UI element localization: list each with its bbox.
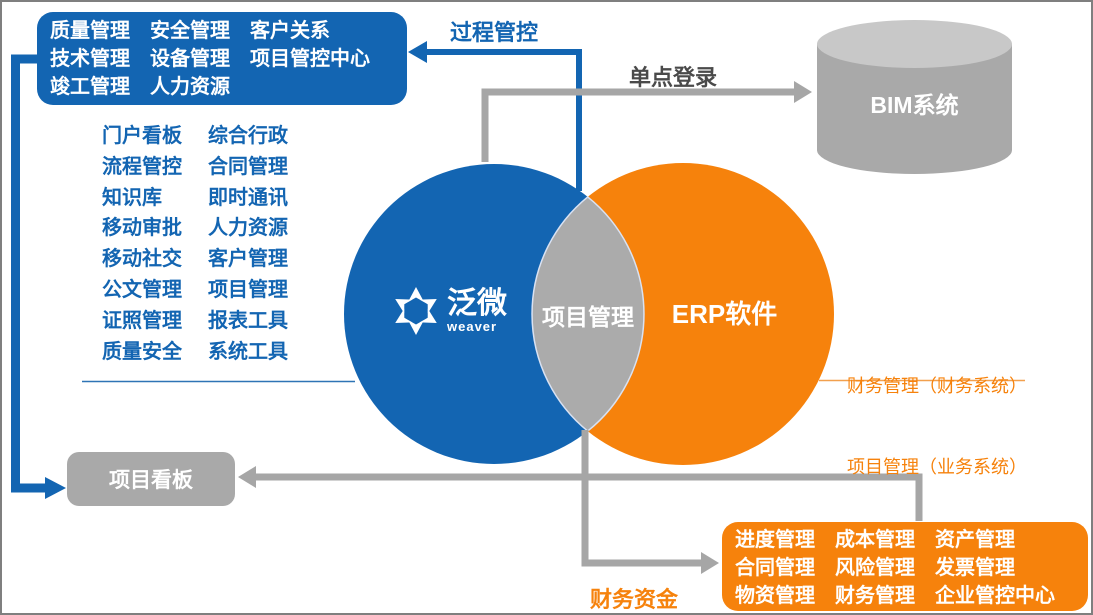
feature-item: 客户管理 bbox=[208, 248, 288, 271]
weaver-sub-name: weaver bbox=[447, 319, 498, 334]
finance-funds-label: 财务资金 bbox=[590, 587, 679, 612]
bim-cylinder-body bbox=[817, 44, 1012, 174]
erp-modules-line: 进度管理 成本管理 资产管理 bbox=[735, 529, 1015, 551]
erp-modules-line: 物资管理 财务管理 企业管控中心 bbox=[735, 585, 1055, 607]
feature-item: 合同管理 bbox=[208, 155, 288, 178]
arrow-finance-funds-line bbox=[581, 430, 701, 567]
feature-item: 门户看板 bbox=[102, 125, 182, 147]
oa-modules-box: 质量管理 安全管理 客户关系 技术管理 设备管理 项目管控中心 竣工管理 人力资… bbox=[37, 12, 407, 105]
arrow-process-control-head bbox=[408, 41, 427, 63]
erp-note-line: 项目管理（业务系统） bbox=[847, 457, 1027, 477]
arrow-project-board-gray-head bbox=[238, 466, 256, 488]
arrow-project-board-blue-line bbox=[11, 54, 45, 493]
erp-modules-box: 进度管理 成本管理 资产管理 合同管理 风险管理 发票管理 物资管理 财务管理 … bbox=[722, 522, 1088, 611]
feature-item: 项目管理 bbox=[208, 278, 288, 301]
oa-modules-line: 质量管理 安全管理 客户关系 bbox=[50, 20, 330, 42]
erp-software-label: ERP软件 bbox=[671, 299, 778, 329]
bim-cylinder-top bbox=[817, 20, 1012, 68]
erp-note-line: 财务管理（财务系统） bbox=[847, 376, 1027, 396]
oa-modules-line: 竣工管理 人力资源 bbox=[50, 76, 230, 98]
feature-item: 综合行政 bbox=[208, 125, 288, 147]
erp-side-notes: 财务管理（财务系统） 项目管理（业务系统） bbox=[847, 319, 1027, 535]
feature-item: 移动社交 bbox=[102, 248, 182, 271]
feature-item: 公文管理 bbox=[102, 278, 182, 301]
arrow-finance-funds-head bbox=[701, 552, 719, 574]
arrow-project-board-blue-head bbox=[45, 477, 66, 499]
erp-modules-line: 合同管理 风险管理 发票管理 bbox=[735, 557, 1015, 579]
arrow-project-board-gray-line bbox=[256, 473, 923, 521]
arrow-process-control-line bbox=[427, 49, 582, 191]
weaver-name: 泛微 bbox=[447, 287, 507, 320]
single-sign-on-label: 单点登录 bbox=[629, 65, 718, 90]
feature-item: 人力资源 bbox=[208, 217, 288, 240]
oa-modules-line: 技术管理 设备管理 项目管控中心 bbox=[50, 48, 370, 70]
weaver-star-icon bbox=[395, 287, 437, 335]
feature-item: 质量安全 bbox=[102, 340, 182, 363]
feature-item: 移动审批 bbox=[102, 217, 182, 240]
arrow-single-sign-on-line bbox=[481, 88, 794, 162]
project-board-box: 项目看板 bbox=[67, 452, 235, 506]
weaver-wordmark: 泛微 weaver bbox=[447, 287, 507, 334]
feature-item: 系统工具 bbox=[208, 340, 288, 363]
feature-item: 流程管控 bbox=[102, 155, 182, 178]
feature-list: 门户看板 综合行政 流程管控 合同管理 知识库 即时通讯 移动审批 人力资源 移… bbox=[102, 121, 288, 367]
weaver-logo: 泛微 weaver bbox=[390, 285, 507, 337]
process-control-label: 过程管控 bbox=[450, 20, 539, 45]
project-board-label: 项目看板 bbox=[109, 469, 193, 492]
feature-item: 知识库 bbox=[102, 186, 162, 209]
feature-item: 证照管理 bbox=[102, 309, 182, 332]
venn-overlap-label: 项目管理 bbox=[542, 304, 634, 330]
bim-system-label: BIM系统 bbox=[870, 92, 959, 118]
feature-item: 报表工具 bbox=[208, 309, 288, 332]
feature-item: 即时通讯 bbox=[208, 186, 288, 209]
arrow-single-sign-on-head bbox=[794, 81, 812, 103]
